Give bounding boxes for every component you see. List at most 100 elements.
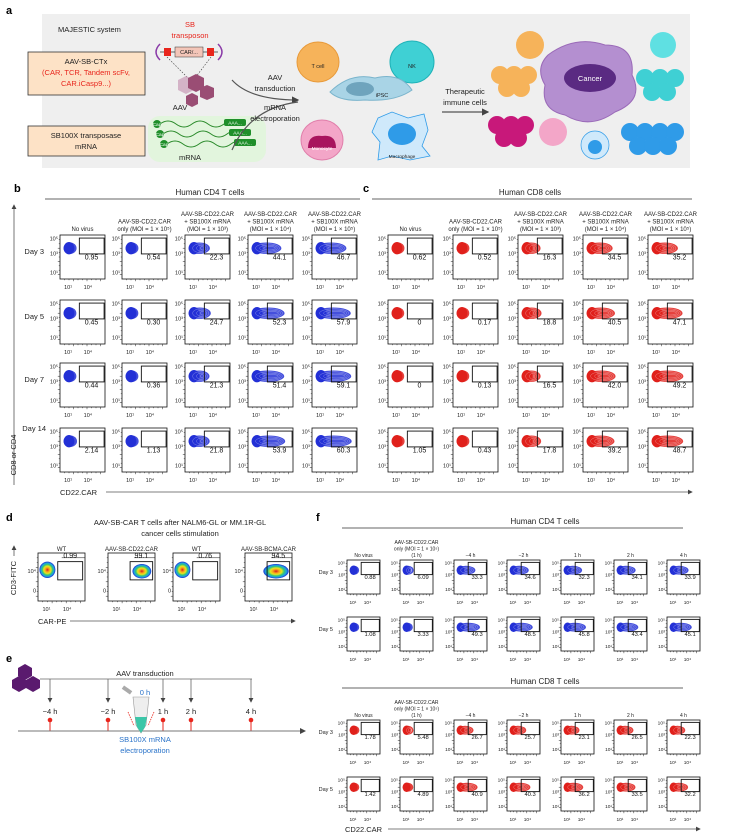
y-tick-label: 10¹ <box>338 804 345 810</box>
car-gate <box>406 237 433 255</box>
x-tick-label: 10⁴ <box>631 600 638 606</box>
x-tick-label: 10¹ <box>402 817 409 823</box>
timepoint-pin-head <box>248 717 254 723</box>
plot-frame <box>387 362 434 408</box>
plot-frame <box>582 299 629 345</box>
y-tick-label: 10¹ <box>378 335 386 341</box>
event-population-core <box>125 307 137 320</box>
x-tick-label: 10¹ <box>316 350 324 356</box>
gate-percentage: 0.43 <box>478 448 492 455</box>
y-tick-label: 10¹ <box>658 587 665 593</box>
gate-percentage: 45.8 <box>578 632 589 638</box>
panel-title: Human CD4 T cells <box>510 517 579 526</box>
car-gate <box>471 365 498 383</box>
t-cell-label: T cell <box>311 64 324 70</box>
x-tick-label: 10¹ <box>42 607 50 613</box>
gate-percentage: 1.13 <box>147 448 161 455</box>
timepoint-pin-head <box>47 717 53 723</box>
y-tick-label: 10⁵ <box>238 301 246 308</box>
contour-line <box>200 374 204 379</box>
y-axis-label: CD8 or CD4 <box>9 435 18 476</box>
gate-percentage: 44.1 <box>273 255 287 262</box>
car-gate <box>266 561 291 581</box>
event-population-core <box>586 435 598 448</box>
gate-percentage: 21.3 <box>210 383 224 390</box>
gate-percentage: 40.5 <box>608 320 622 327</box>
x-tick-label: 10¹ <box>64 350 72 356</box>
gate-percentage: 52.3 <box>273 320 287 327</box>
panel-label-e: e <box>6 653 12 665</box>
x-tick-label: 10⁴ <box>417 657 424 663</box>
contour-line <box>620 566 634 574</box>
x-tick-label: 10⁴ <box>672 349 681 356</box>
row-label: Day 7 <box>24 375 44 384</box>
y-tick-label: 10³ <box>175 316 183 322</box>
x-tick-label: 10⁴ <box>336 477 345 484</box>
y-tick-label: 10³ <box>378 316 386 322</box>
y-tick-label: 10³ <box>508 444 516 450</box>
car-gate <box>601 237 628 255</box>
gate-percentage: 42.0 <box>608 383 622 390</box>
column-header: only (MOI = 1 × 10⁵) <box>448 226 502 233</box>
y-tick-label: 10⁵ <box>443 301 451 308</box>
transduction-label: AAV transduction <box>116 669 173 678</box>
x-tick-label: 10¹ <box>402 657 409 663</box>
cassette-label: CAR/... <box>180 50 198 56</box>
x-tick-label: 10¹ <box>392 350 400 356</box>
contour-line <box>677 625 688 630</box>
contour-line <box>410 569 412 571</box>
car-gate <box>467 561 487 576</box>
x-tick-label: 10¹ <box>126 413 134 419</box>
car-gate <box>520 618 540 633</box>
contour-line <box>663 374 678 379</box>
event-population-core <box>315 370 327 383</box>
y-tick-label: 10¹ <box>302 398 310 404</box>
car-gate <box>413 618 433 633</box>
electroporation-arrow <box>231 101 299 151</box>
y-tick-label: 10⁵ <box>443 429 451 436</box>
x-tick-label: 10¹ <box>189 285 197 291</box>
x-tick-label: 10¹ <box>316 478 324 484</box>
x-tick-label: 10¹ <box>126 350 134 356</box>
column-header: −4 h <box>466 553 476 559</box>
transduction-arrow <box>231 79 300 104</box>
contour-line <box>663 439 678 444</box>
x-tick-label: 10⁴ <box>84 412 93 419</box>
column-header: (MOI = 1 × 10⁵) <box>314 226 356 233</box>
y-tick-label: 10³ <box>443 251 451 257</box>
y-tick-label: 10³ <box>378 444 386 450</box>
x-tick-label: 10¹ <box>126 285 134 291</box>
timepoint-label: −2 h <box>101 707 116 716</box>
step-electroporation-1: mRNA <box>264 103 286 112</box>
x-tick-label: 10⁴ <box>84 284 93 291</box>
y-tick-label: 10³ <box>391 732 398 738</box>
contour-line <box>255 308 283 318</box>
car-gate <box>627 721 647 736</box>
contour-line <box>460 623 479 631</box>
y-tick-label: 10¹ <box>338 587 345 593</box>
y-tick-label: 10⁵ <box>445 721 452 727</box>
x-tick-label: 10⁴ <box>524 817 531 823</box>
y-tick-label: 10³ <box>391 572 398 578</box>
vector-box-line3: CAR.iCasp9...) <box>61 79 112 88</box>
column-header: (MOI = 1 × 10³) <box>520 227 561 233</box>
y-tick-label: 10³ <box>112 251 120 257</box>
car-gate <box>192 561 219 581</box>
x-tick-label: 10¹ <box>457 478 465 484</box>
x-tick-label: 10¹ <box>522 285 530 291</box>
car-gate <box>406 302 433 320</box>
event-population-core <box>125 435 137 448</box>
gate-percentage: 34.6 <box>524 575 535 581</box>
ipsc-label: iPSC <box>376 93 389 99</box>
gate-percentage: 60.3 <box>337 448 351 455</box>
y-tick-label: 10¹ <box>508 398 516 404</box>
x-tick-label: 10¹ <box>349 760 356 766</box>
